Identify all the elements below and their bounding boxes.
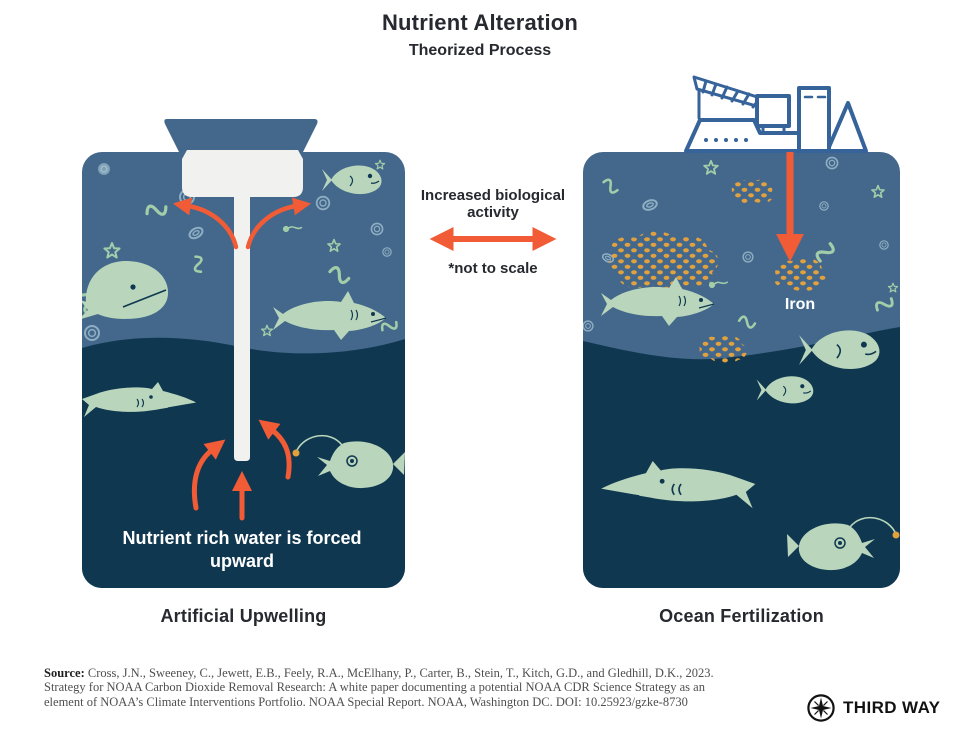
source-label: Source: [44, 666, 85, 680]
scale-note: *not to scale [448, 260, 538, 277]
source-citation: Source: Cross, J.N., Sweeney, C., Jewett… [44, 666, 744, 709]
deep-water-right [583, 327, 900, 588]
compass-rose-icon [807, 694, 835, 722]
center-label: Increased biological activity [420, 187, 566, 221]
brand-name: THIRD WAY [843, 698, 941, 717]
upwelling-annotation: Nutrient rich water is forced upward [122, 528, 362, 571]
ship-with-crane-icon [684, 75, 868, 153]
artificial-upwelling-scene [82, 119, 405, 588]
page-subtitle: Theorized Process [408, 42, 552, 59]
whale-icon [82, 260, 169, 320]
pipe-funnel-icon [164, 119, 318, 461]
third-way-logo: THIRD WAY [806, 693, 940, 723]
right-panel-caption: Ocean Fertilization [659, 606, 824, 626]
iron-dots-cluster [608, 179, 827, 364]
upwelling-arrows [172, 197, 312, 521]
iron-label: Iron [784, 296, 816, 313]
ocean-fertilization-scene [583, 75, 900, 588]
left-panel-caption: Artificial Upwelling [160, 606, 327, 626]
source-text: Cross, J.N., Sweeney, C., Jewett, E.B., … [44, 666, 714, 709]
page-title: Nutrient Alteration [381, 10, 579, 35]
double-headed-arrow-icon [429, 227, 557, 251]
